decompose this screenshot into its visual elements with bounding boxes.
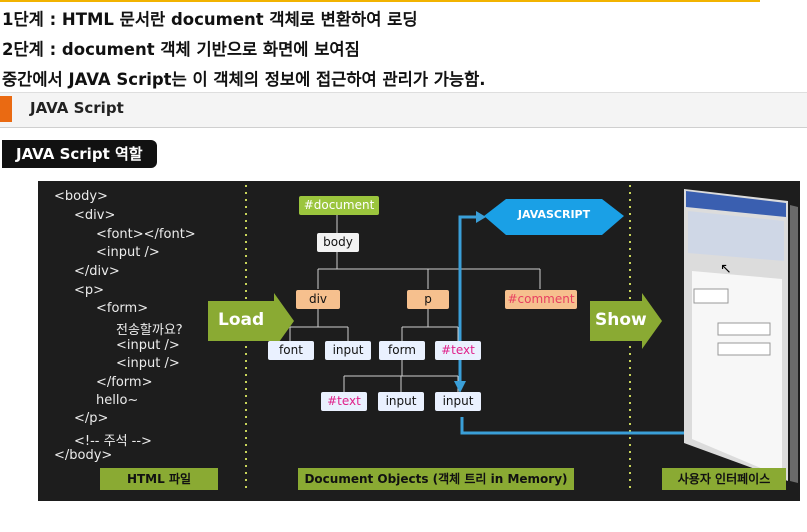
user-interface-label: 사용자 인터페이스 — [662, 468, 786, 490]
node-div: div — [296, 290, 340, 309]
code-line: <body> — [54, 189, 108, 204]
code-line: </div> — [74, 264, 120, 279]
tree-connectors — [289, 214, 541, 392]
javascript-label: JAVASCRIPT — [517, 208, 591, 221]
code-line: <input /> — [116, 356, 180, 371]
code-line: hello~ — [96, 393, 139, 408]
code-line: </form> — [96, 375, 153, 390]
node-text: #text — [435, 341, 481, 360]
intro-line-3: 중간에서 JAVA Script는 이 객체의 정보에 접근하여 관리가 가능함… — [2, 70, 486, 89]
diagram-graphics: ↖ — [208, 185, 798, 493]
code-line: <input /> — [116, 338, 180, 353]
html-file-label: HTML 파일 — [100, 468, 218, 490]
code-line: <form> — [96, 301, 149, 316]
node-document: #document — [299, 196, 379, 215]
code-line: </p> — [74, 411, 109, 426]
arrow-head-js — [476, 211, 486, 223]
document-objects-label: Document Objects (객체 트리 in Memory) — [298, 468, 574, 490]
section-bar — [0, 92, 807, 128]
intro-line-1: 1단계 : HTML 문서란 document 객체로 변환하여 로딩 — [2, 10, 418, 29]
top-accent-line — [0, 0, 760, 2]
node-text: #text — [321, 392, 367, 411]
node-input: input — [325, 341, 371, 360]
show-label: Show — [595, 310, 647, 330]
code-line: <div> — [74, 208, 116, 223]
show-arrow — [590, 293, 662, 349]
diagram-frame: <body> <div> <font></font> <input /> </d… — [38, 181, 800, 501]
node-body: body — [317, 233, 359, 252]
code-line: <!-- 주석 --> — [74, 434, 152, 449]
intro-line-2: 2단계 : document 객체 기반으로 화면에 보여짐 — [2, 40, 360, 59]
node-p: p — [407, 290, 449, 309]
code-line: <font></font> — [96, 227, 196, 242]
code-line: 전송할까요? — [116, 323, 183, 338]
code-line: <input /> — [96, 245, 160, 260]
section-title: JAVA Script — [30, 99, 124, 117]
node-input: input — [435, 392, 481, 411]
node-input: input — [378, 392, 424, 411]
section-marker — [0, 96, 12, 122]
cursor-icon: ↖ — [720, 261, 732, 277]
node-font: font — [268, 341, 314, 360]
load-arrow — [208, 293, 294, 349]
javascript-hexagon — [484, 199, 624, 235]
code-line: <p> — [74, 283, 105, 298]
code-line: </body> — [54, 448, 113, 463]
role-badge: JAVA Script 역할 — [2, 140, 157, 168]
node-comment: #comment — [505, 290, 577, 309]
browser-window-mockup — [684, 189, 798, 483]
arrow-head-input — [454, 381, 466, 393]
node-form: form — [379, 341, 425, 360]
load-label: Load — [218, 310, 265, 330]
